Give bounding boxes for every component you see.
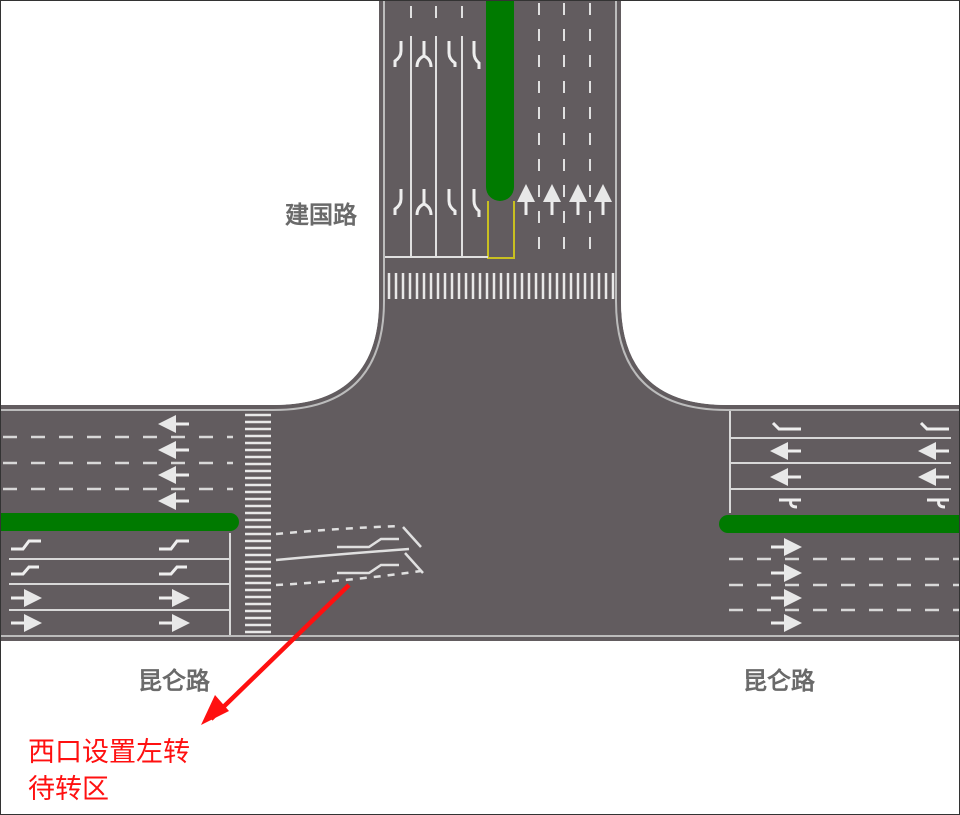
east-solid-lines xyxy=(729,411,951,513)
east-westbound-arrows xyxy=(770,421,949,509)
north-median xyxy=(486,1,514,201)
west-dashed-lines xyxy=(3,435,233,491)
annotation-arrow xyxy=(201,583,351,725)
waiting-zone-annotation: 西口设置左转 待转区 xyxy=(28,734,190,808)
north-waiting-box xyxy=(487,201,515,259)
north-lane-lines xyxy=(385,36,488,258)
east-median xyxy=(719,515,959,533)
east-dashed-lines xyxy=(729,557,959,612)
curb-lines xyxy=(1,1,959,637)
west-median xyxy=(1,513,239,531)
east-eastbound-arrows xyxy=(771,538,802,632)
north-crosswalk xyxy=(387,273,615,299)
west-road-label: 昆仑路 xyxy=(138,667,210,695)
east-road-label: 昆仑路 xyxy=(743,667,815,695)
north-southbound-arrows xyxy=(393,41,481,217)
west-crosswalk xyxy=(245,413,271,634)
west-westbound-arrows xyxy=(158,415,189,510)
north-road-label: 建国路 xyxy=(285,201,357,229)
west-eastbound-arrows xyxy=(11,539,190,632)
asphalt xyxy=(1,1,959,641)
west-solid-lines xyxy=(9,533,231,635)
left-turn-waiting-zone xyxy=(275,524,424,587)
annotation-line-1: 西口设置左转 xyxy=(28,737,190,768)
annotation-line-2: 待转区 xyxy=(28,774,109,805)
north-dashed-lines xyxy=(410,3,591,257)
north-northbound-arrows xyxy=(517,184,612,215)
